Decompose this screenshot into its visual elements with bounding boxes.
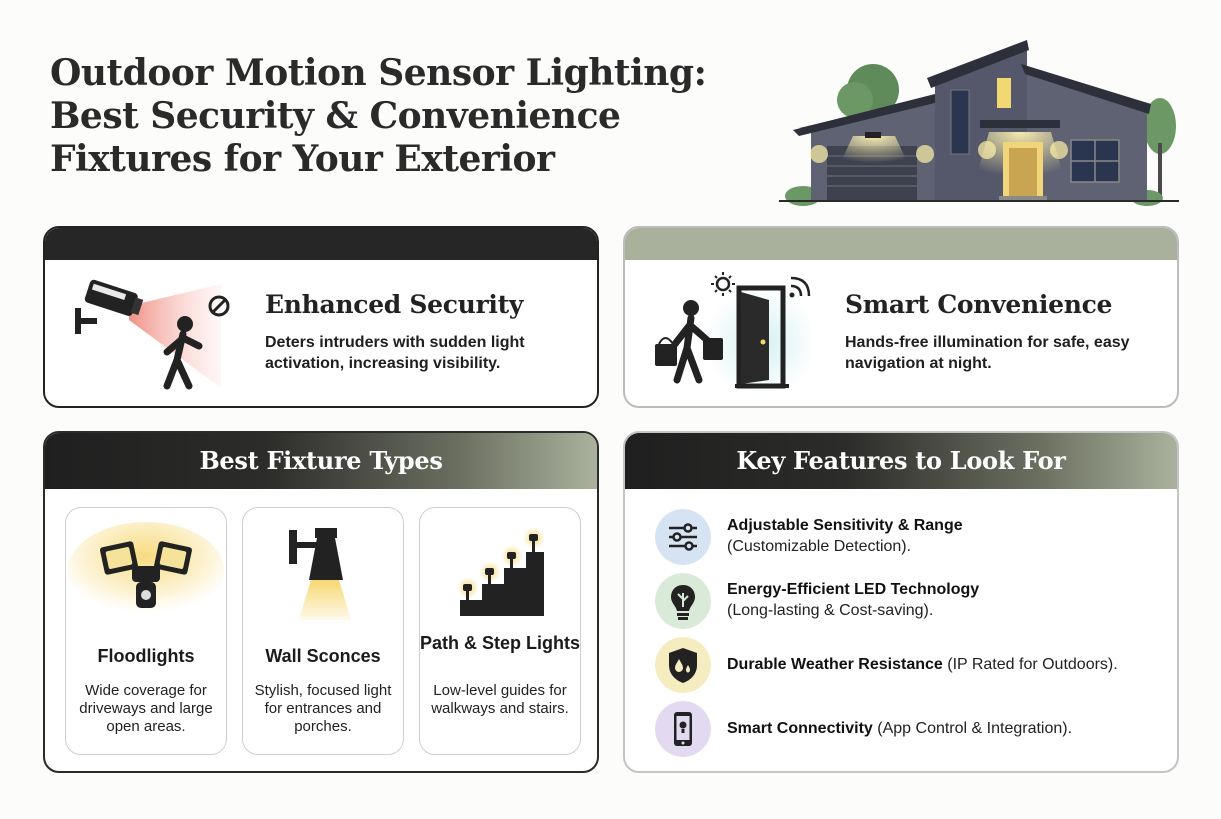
house-illustration-icon	[779, 40, 1179, 206]
fixture-types-heading: Best Fixture Types	[45, 433, 597, 489]
feature-led-technology: Energy-Efficient LED Technology (Long-la…	[655, 573, 1177, 633]
sliders-icon	[655, 509, 711, 565]
fixture-description: Stylish, focused light for entrances and…	[254, 682, 392, 735]
feature-text: Adjustable Sensitivity & Range (Customiz…	[727, 515, 1177, 557]
feature-text: Durable Weather Resistance (IP Rated for…	[727, 654, 1177, 675]
page-title: Outdoor Motion Sensor Lighting: Best Sec…	[50, 52, 750, 181]
person-door-light-icon	[655, 272, 811, 392]
wall-sconce-icon	[289, 528, 352, 620]
fixture-description: Wide coverage for driveways and large op…	[79, 682, 213, 735]
feature-detail: (App Control & Integration).	[877, 720, 1073, 737]
smartphone-icon	[655, 701, 711, 757]
key-features-panel: Key Features to Look For Adjustable Sens…	[623, 431, 1179, 773]
card-header-bar	[45, 228, 597, 260]
feature-text: Smart Connectivity (App Control & Integr…	[727, 718, 1177, 739]
feature-name: Energy-Efficient LED Technology	[727, 581, 980, 598]
fixture-name: Floodlights	[97, 646, 195, 666]
enhanced-security-card: Enhanced Security Deters intruders with …	[43, 226, 599, 408]
fixture-name: Wall Sconces	[265, 646, 381, 666]
path-step-lights-icon	[457, 527, 545, 616]
smart-convenience-card: Smart Convenience Hands-free illuminatio…	[623, 226, 1179, 408]
fixture-card-floodlights: Floodlights Wide coverage for driveways …	[65, 507, 227, 755]
fixture-card-path-step-lights: Path & Step Lights Low-level guides for …	[419, 507, 581, 755]
feature-weather-resistance: Durable Weather Resistance (IP Rated for…	[655, 637, 1177, 697]
feature-text: Energy-Efficient LED Technology (Long-la…	[727, 579, 1177, 621]
fixture-description: Low-level guides for walkways and stairs…	[431, 682, 569, 717]
feature-name: Adjustable Sensitivity & Range	[727, 517, 963, 534]
security-description: Deters intruders with sudden light activ…	[265, 334, 525, 372]
convenience-title: Smart Convenience	[845, 290, 1113, 319]
floodlight-icon	[68, 522, 224, 618]
feature-sensitivity-range: Adjustable Sensitivity & Range (Customiz…	[655, 509, 1177, 569]
card-header-bar	[625, 228, 1177, 260]
fixture-types-panel: Best Fixture Types Floodlights Wide cove…	[43, 431, 599, 773]
feature-detail: (IP Rated for Outdoors).	[947, 656, 1118, 673]
key-features-heading: Key Features to Look For	[625, 433, 1177, 489]
security-camera-intruder-icon	[75, 279, 230, 390]
feature-name: Smart Connectivity	[727, 720, 873, 737]
security-title: Enhanced Security	[265, 290, 524, 319]
feature-smart-connectivity: Smart Connectivity (App Control & Integr…	[655, 701, 1177, 761]
fixture-card-wall-sconces: Wall Sconces Stylish, focused light for …	[242, 507, 404, 755]
title-line-2: Best Security & Convenience	[50, 95, 621, 137]
led-bulb-icon	[655, 573, 711, 629]
convenience-description: Hands-free illumination for safe, easy n…	[845, 334, 1130, 372]
weather-shield-icon	[655, 637, 711, 693]
fixture-name: Path & Step Lights	[420, 633, 581, 653]
title-line-3: Fixtures for Your Exterior	[50, 138, 555, 180]
feature-detail: (Long-lasting & Cost-saving).	[727, 602, 934, 619]
feature-name: Durable Weather Resistance	[727, 656, 943, 673]
title-line-1: Outdoor Motion Sensor Lighting:	[50, 52, 707, 94]
feature-detail: (Customizable Detection).	[727, 538, 912, 555]
